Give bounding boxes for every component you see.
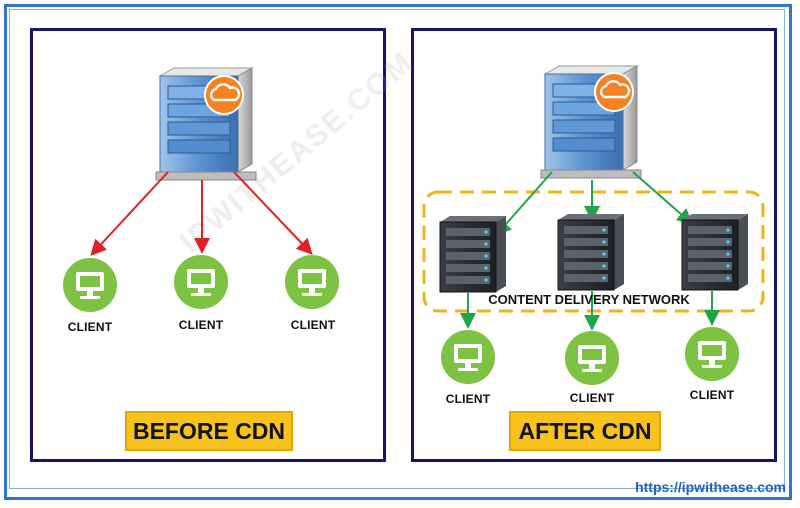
after-cdn-title: AFTER CDN <box>509 411 661 451</box>
rack-server-icon <box>557 213 625 291</box>
client-label: CLIENT <box>689 388 735 402</box>
arrow-before-left <box>90 171 169 256</box>
rack-server-icon <box>681 213 749 291</box>
client-monitor-icon <box>441 330 495 384</box>
footer-url-link[interactable]: https://ipwithease.com <box>635 479 786 495</box>
origin-server-after <box>540 65 642 179</box>
cloud-icon <box>593 71 635 113</box>
arrow-after-origin-right <box>632 171 694 225</box>
client-label: CLIENT <box>67 320 113 334</box>
cloud-icon <box>203 74 245 116</box>
client-label: CLIENT <box>290 318 336 332</box>
client-monitor-icon <box>174 255 228 309</box>
client-monitor-icon <box>285 255 339 309</box>
client-monitor-icon <box>63 258 117 312</box>
client-monitor-icon <box>685 327 739 381</box>
client-monitor-icon <box>565 331 619 385</box>
client-label: CLIENT <box>569 391 615 405</box>
arrow-after-origin-left <box>495 171 553 236</box>
cdn-dashed-boundary <box>422 190 765 313</box>
arrow-before-right <box>233 171 313 255</box>
client-label: CLIENT <box>445 392 491 406</box>
origin-server-before <box>155 67 257 181</box>
cdn-network-label: CONTENT DELIVERY NETWORK <box>488 292 690 307</box>
inner-frame-line <box>9 9 785 489</box>
client-label: CLIENT <box>178 318 224 332</box>
before-cdn-title: BEFORE CDN <box>125 411 293 451</box>
rack-server-icon <box>439 215 507 293</box>
